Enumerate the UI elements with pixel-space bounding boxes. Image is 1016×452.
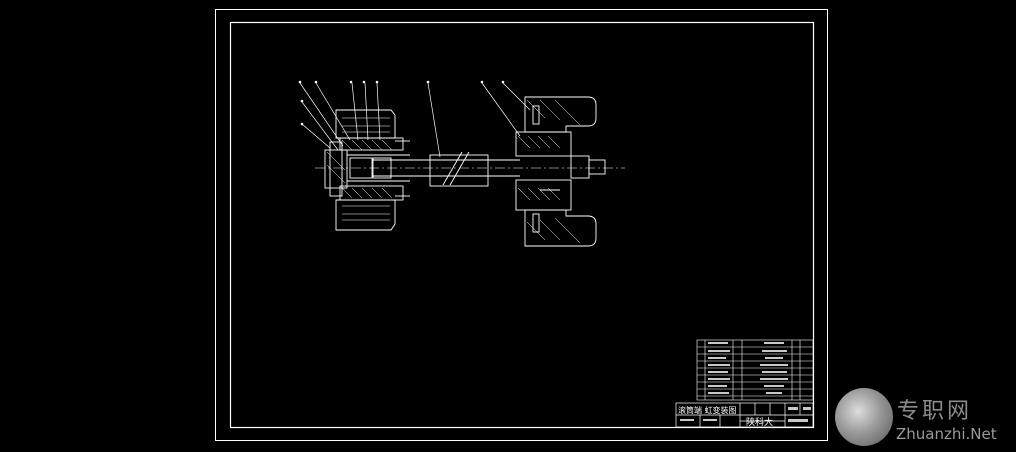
watermark-en: Zhuanzhi.Net [896, 425, 997, 443]
outer-frame [215, 9, 828, 441]
right-wheel-assembly [515, 96, 606, 247]
shaft [372, 151, 520, 187]
inner-frame [229, 21, 815, 429]
watermark-cn: 专职网 [897, 399, 973, 424]
soccer-ball-logo-icon [835, 388, 893, 446]
leader-lines [299, 82, 531, 158]
parts-list-table [696, 339, 814, 401]
drawing-title: 滚筒端 虹变装图 [678, 405, 737, 415]
company-name: 陕科大 [746, 416, 773, 428]
balloons [298, 80, 505, 126]
title-block-fill [680, 407, 811, 422]
left-wheel-assembly [324, 109, 410, 231]
title-block [675, 402, 814, 428]
parts-list-fill [708, 342, 788, 394]
